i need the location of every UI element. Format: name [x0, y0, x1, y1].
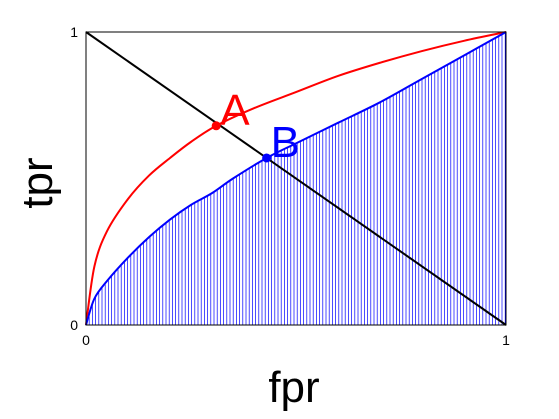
point-label-b: B: [271, 118, 300, 167]
series-line-2: [85, 31, 507, 326]
curves-layer: [85, 31, 507, 326]
point-a: [211, 121, 221, 131]
point-b: [262, 153, 272, 163]
plot-frame: [85, 31, 507, 326]
y-tick-label-bottom: 0: [70, 317, 78, 333]
y-axis-title: tpr: [13, 157, 62, 208]
y-tick-label-top: 1: [70, 24, 78, 40]
series-line-1: [85, 31, 507, 326]
x-axis-title: fpr: [268, 363, 319, 412]
point-label-a: A: [220, 86, 250, 135]
x-tick-label-left: 0: [82, 332, 90, 348]
annotations-layer: AB: [211, 86, 300, 167]
x-tick-label-right: 1: [502, 332, 510, 348]
